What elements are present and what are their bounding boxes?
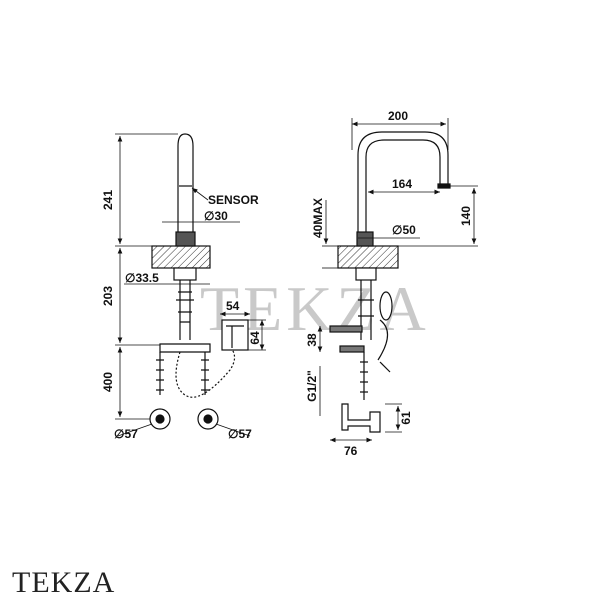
left-view <box>115 133 266 437</box>
control-box-details <box>226 325 244 348</box>
right-spout-outer <box>357 131 449 232</box>
right-base-collar <box>356 231 374 247</box>
right-lever <box>379 291 393 321</box>
dia57-left-leader <box>117 423 153 437</box>
label-dia57-left: ∅57 <box>114 427 138 441</box>
label-64: 64 <box>248 331 262 345</box>
left-deck-slab <box>151 245 211 269</box>
bracket-upper <box>329 325 363 333</box>
left-valve-right-core <box>203 414 213 424</box>
right-valve <box>341 403 381 433</box>
right-cable <box>377 319 389 361</box>
label-dia57-right: ∅57 <box>228 427 252 441</box>
left-hose-left <box>156 352 164 395</box>
label-g12: G1/2" <box>305 370 319 402</box>
label-dia50: ∅50 <box>392 223 416 237</box>
label-dia335: ∅33.5 <box>125 271 159 285</box>
right-spout-tip <box>437 183 451 189</box>
label-sensor: SENSOR <box>208 193 259 207</box>
label-38: 38 <box>305 333 319 347</box>
right-deck-slab <box>337 245 399 269</box>
left-nut <box>173 267 197 281</box>
left-body-details <box>176 291 194 323</box>
right-spout-inner <box>365 139 441 232</box>
left-cable-loop <box>175 344 236 398</box>
left-spout <box>177 133 194 232</box>
left-hose-right <box>201 352 209 395</box>
bracket-lower <box>339 345 365 353</box>
label-241: 241 <box>101 190 115 210</box>
label-200: 200 <box>388 109 408 123</box>
left-body <box>179 280 191 340</box>
label-dia30: ∅30 <box>204 209 228 223</box>
brand-logo: TEKZA <box>12 566 116 599</box>
label-76: 76 <box>344 444 358 458</box>
label-203: 203 <box>101 286 115 306</box>
sensor-leader <box>191 187 209 201</box>
right-view <box>317 118 478 443</box>
left-base-collar <box>175 231 196 247</box>
label-164: 164 <box>392 177 412 191</box>
control-box <box>221 319 249 351</box>
right-cable-end <box>379 361 391 373</box>
left-valve-left-core <box>155 414 165 424</box>
left-tee-fitting <box>159 343 211 353</box>
label-54: 54 <box>226 299 240 313</box>
label-61: 61 <box>399 411 413 425</box>
label-140: 140 <box>459 206 473 226</box>
label-400: 400 <box>101 372 115 392</box>
right-nut <box>355 267 377 281</box>
dia57-right-leader <box>215 423 251 437</box>
right-body-details <box>358 299 374 317</box>
label-40max: 40MAX <box>311 198 325 238</box>
right-hose <box>360 352 368 400</box>
